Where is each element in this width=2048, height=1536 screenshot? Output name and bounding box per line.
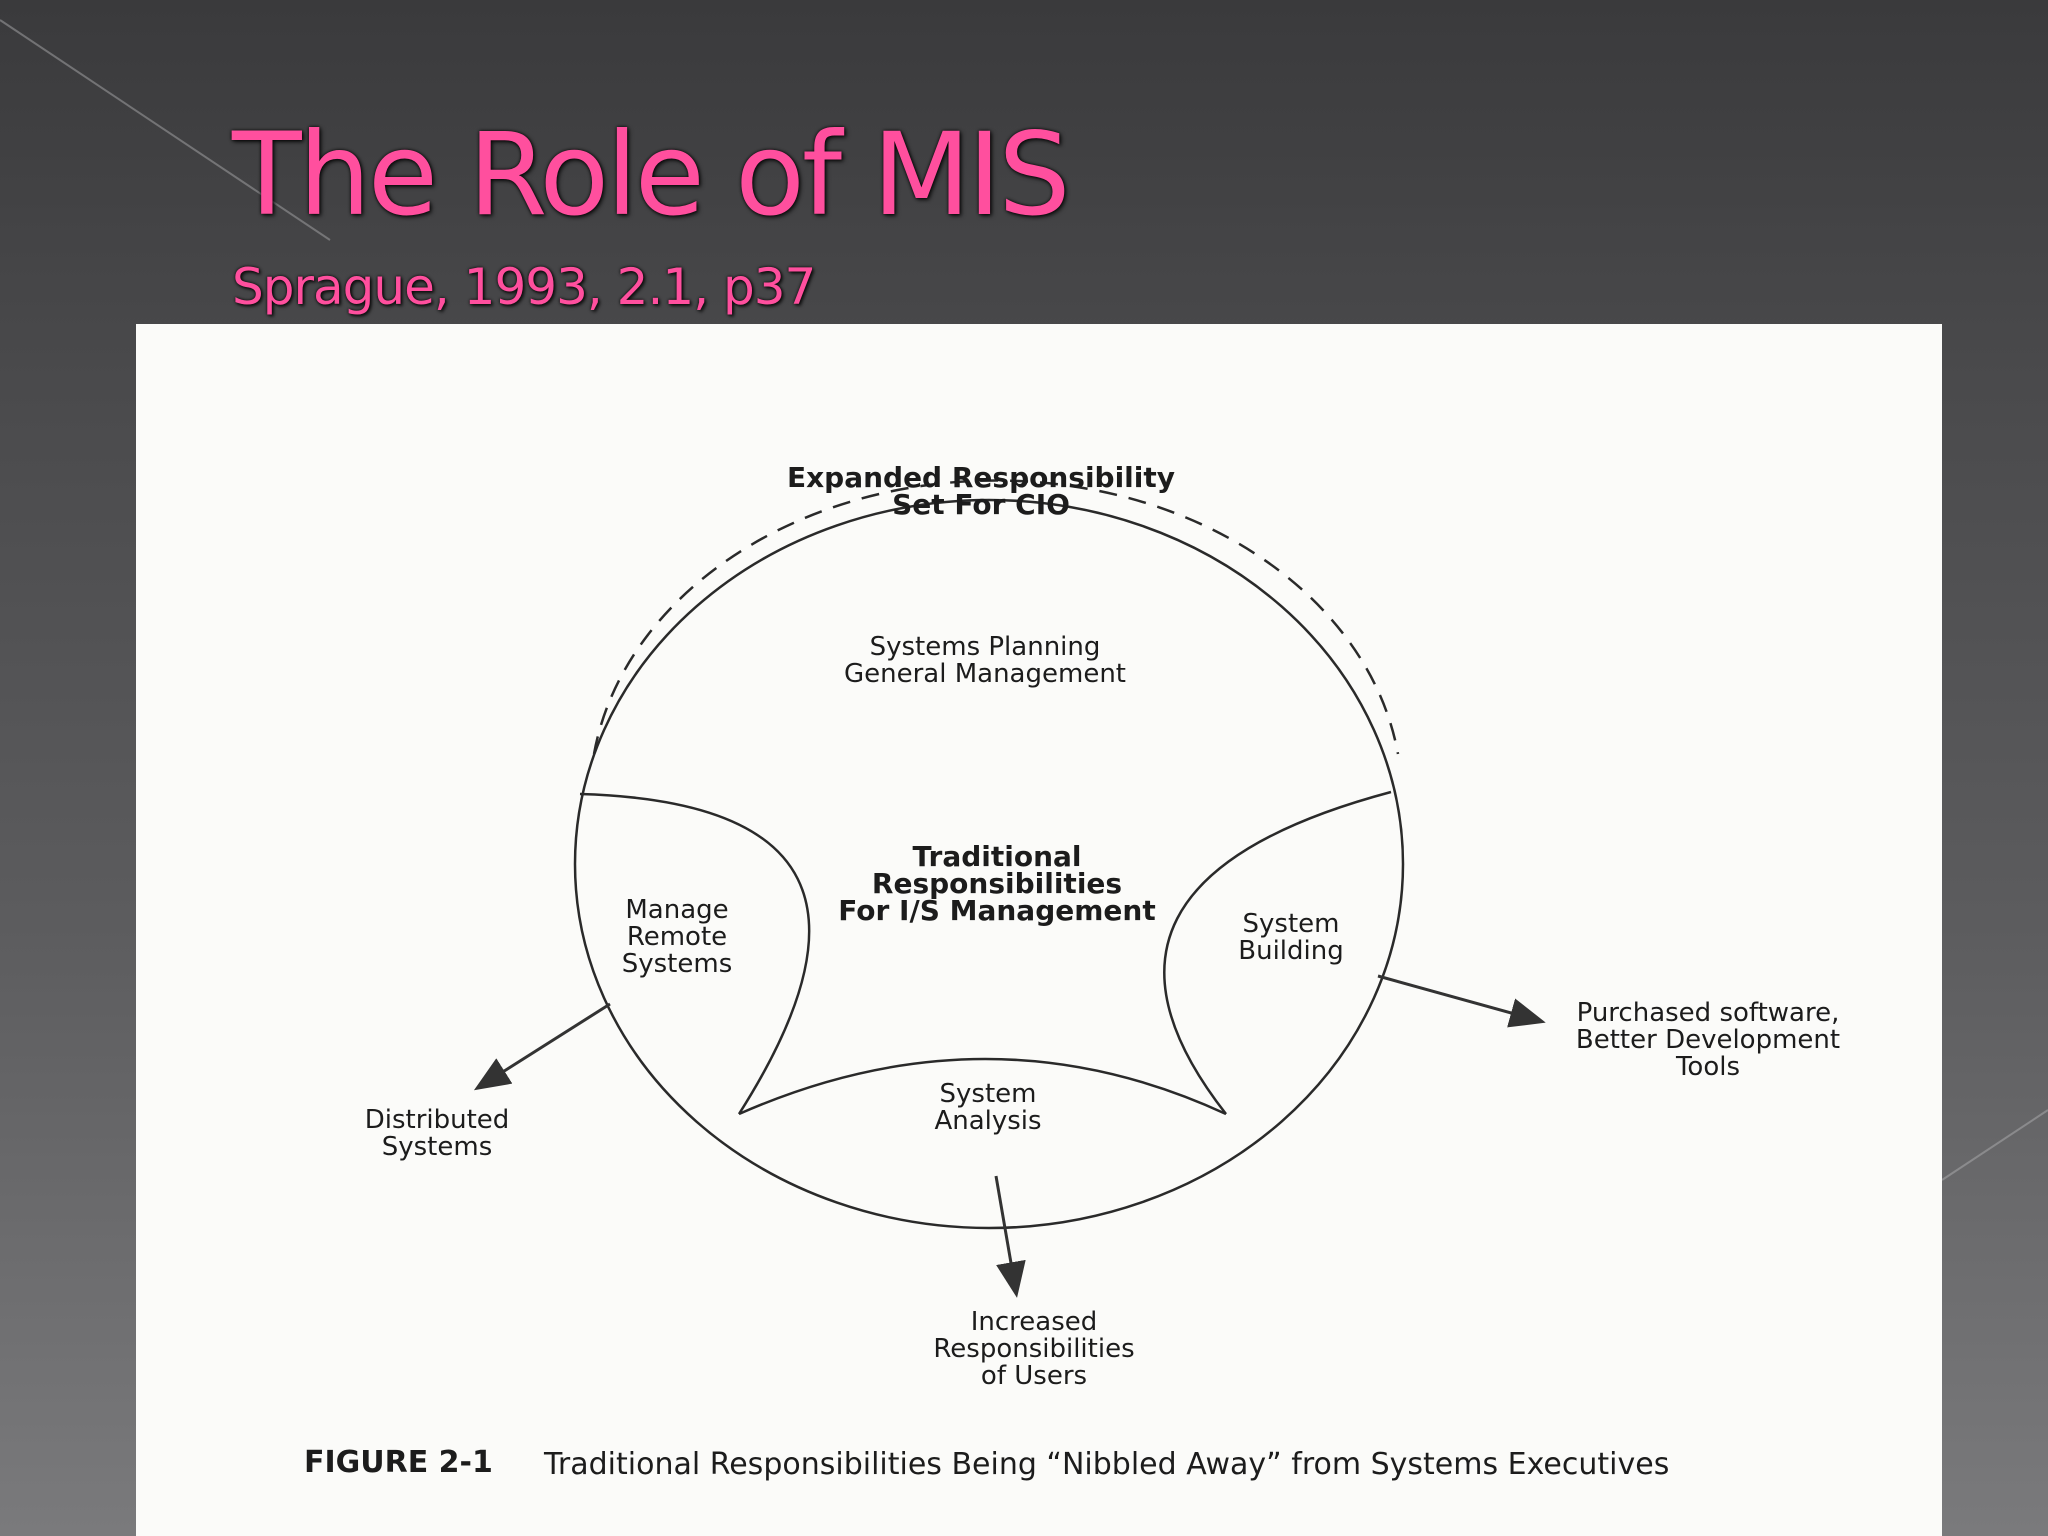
increased-responsibilities-label: Increased (971, 1307, 1098, 1337)
traditional-responsibilities-circle (573, 498, 1405, 1230)
system-building-label: System (1243, 909, 1340, 939)
traditional-responsibilities-label: Traditional (912, 840, 1081, 873)
expanded-responsibility-boundary (592, 479, 1400, 755)
traditional-responsibilities-label: Responsibilities (872, 867, 1122, 900)
figure-panel: Expanded Responsibility Set For CIO Syst… (136, 324, 1942, 1536)
purchased-software-arrow (1377, 974, 1546, 1028)
system-building-label: Building (1238, 936, 1343, 966)
decorative-diagonal-line (0, 19, 331, 241)
systems-planning-label: General Management (844, 659, 1126, 689)
expanded-responsibility-label: Expanded Responsibility (787, 461, 1175, 494)
distributed-systems-arrow (473, 1002, 611, 1091)
manage-remote-systems-label: Remote (627, 922, 727, 952)
right-nibble-arc (1163, 790, 1392, 1115)
slide-title: The Role of MIS (232, 108, 1071, 241)
system-analysis-label: System (940, 1079, 1037, 1109)
purchased-software-label: Better Development (1576, 1025, 1840, 1055)
expanded-responsibility-label: Set For CIO (892, 488, 1070, 521)
distributed-systems-label: Distributed (365, 1105, 510, 1135)
systems-planning-label: Systems Planning (870, 632, 1101, 662)
figure-caption-text: Traditional Responsibilities Being “Nibb… (543, 1447, 1669, 1482)
traditional-responsibilities-label: For I/S Management (838, 894, 1155, 927)
system-analysis-label: Analysis (934, 1106, 1041, 1136)
distributed-systems-label: Systems (382, 1132, 493, 1162)
figure-caption-number: FIGURE 2-1 (304, 1445, 493, 1480)
manage-remote-systems-label: Systems (622, 949, 733, 979)
purchased-software-label: Purchased software, (1577, 998, 1840, 1028)
manage-remote-systems-label: Manage (625, 895, 728, 925)
left-nibble-arc (579, 792, 811, 1115)
increased-responsibilities-arrow (994, 1175, 1026, 1298)
decorative-diagonal-line (1941, 1109, 2048, 1181)
increased-responsibilities-label: of Users (981, 1361, 1087, 1391)
responsibility-diagram: Expanded Responsibility Set For CIO Syst… (304, 461, 1840, 1482)
bottom-nibble-arc (738, 1057, 1227, 1116)
increased-responsibilities-label: Responsibilities (933, 1334, 1134, 1364)
slide-subtitle: Sprague, 1993, 2.1, p37 (232, 258, 816, 316)
purchased-software-label: Tools (1675, 1052, 1740, 1082)
